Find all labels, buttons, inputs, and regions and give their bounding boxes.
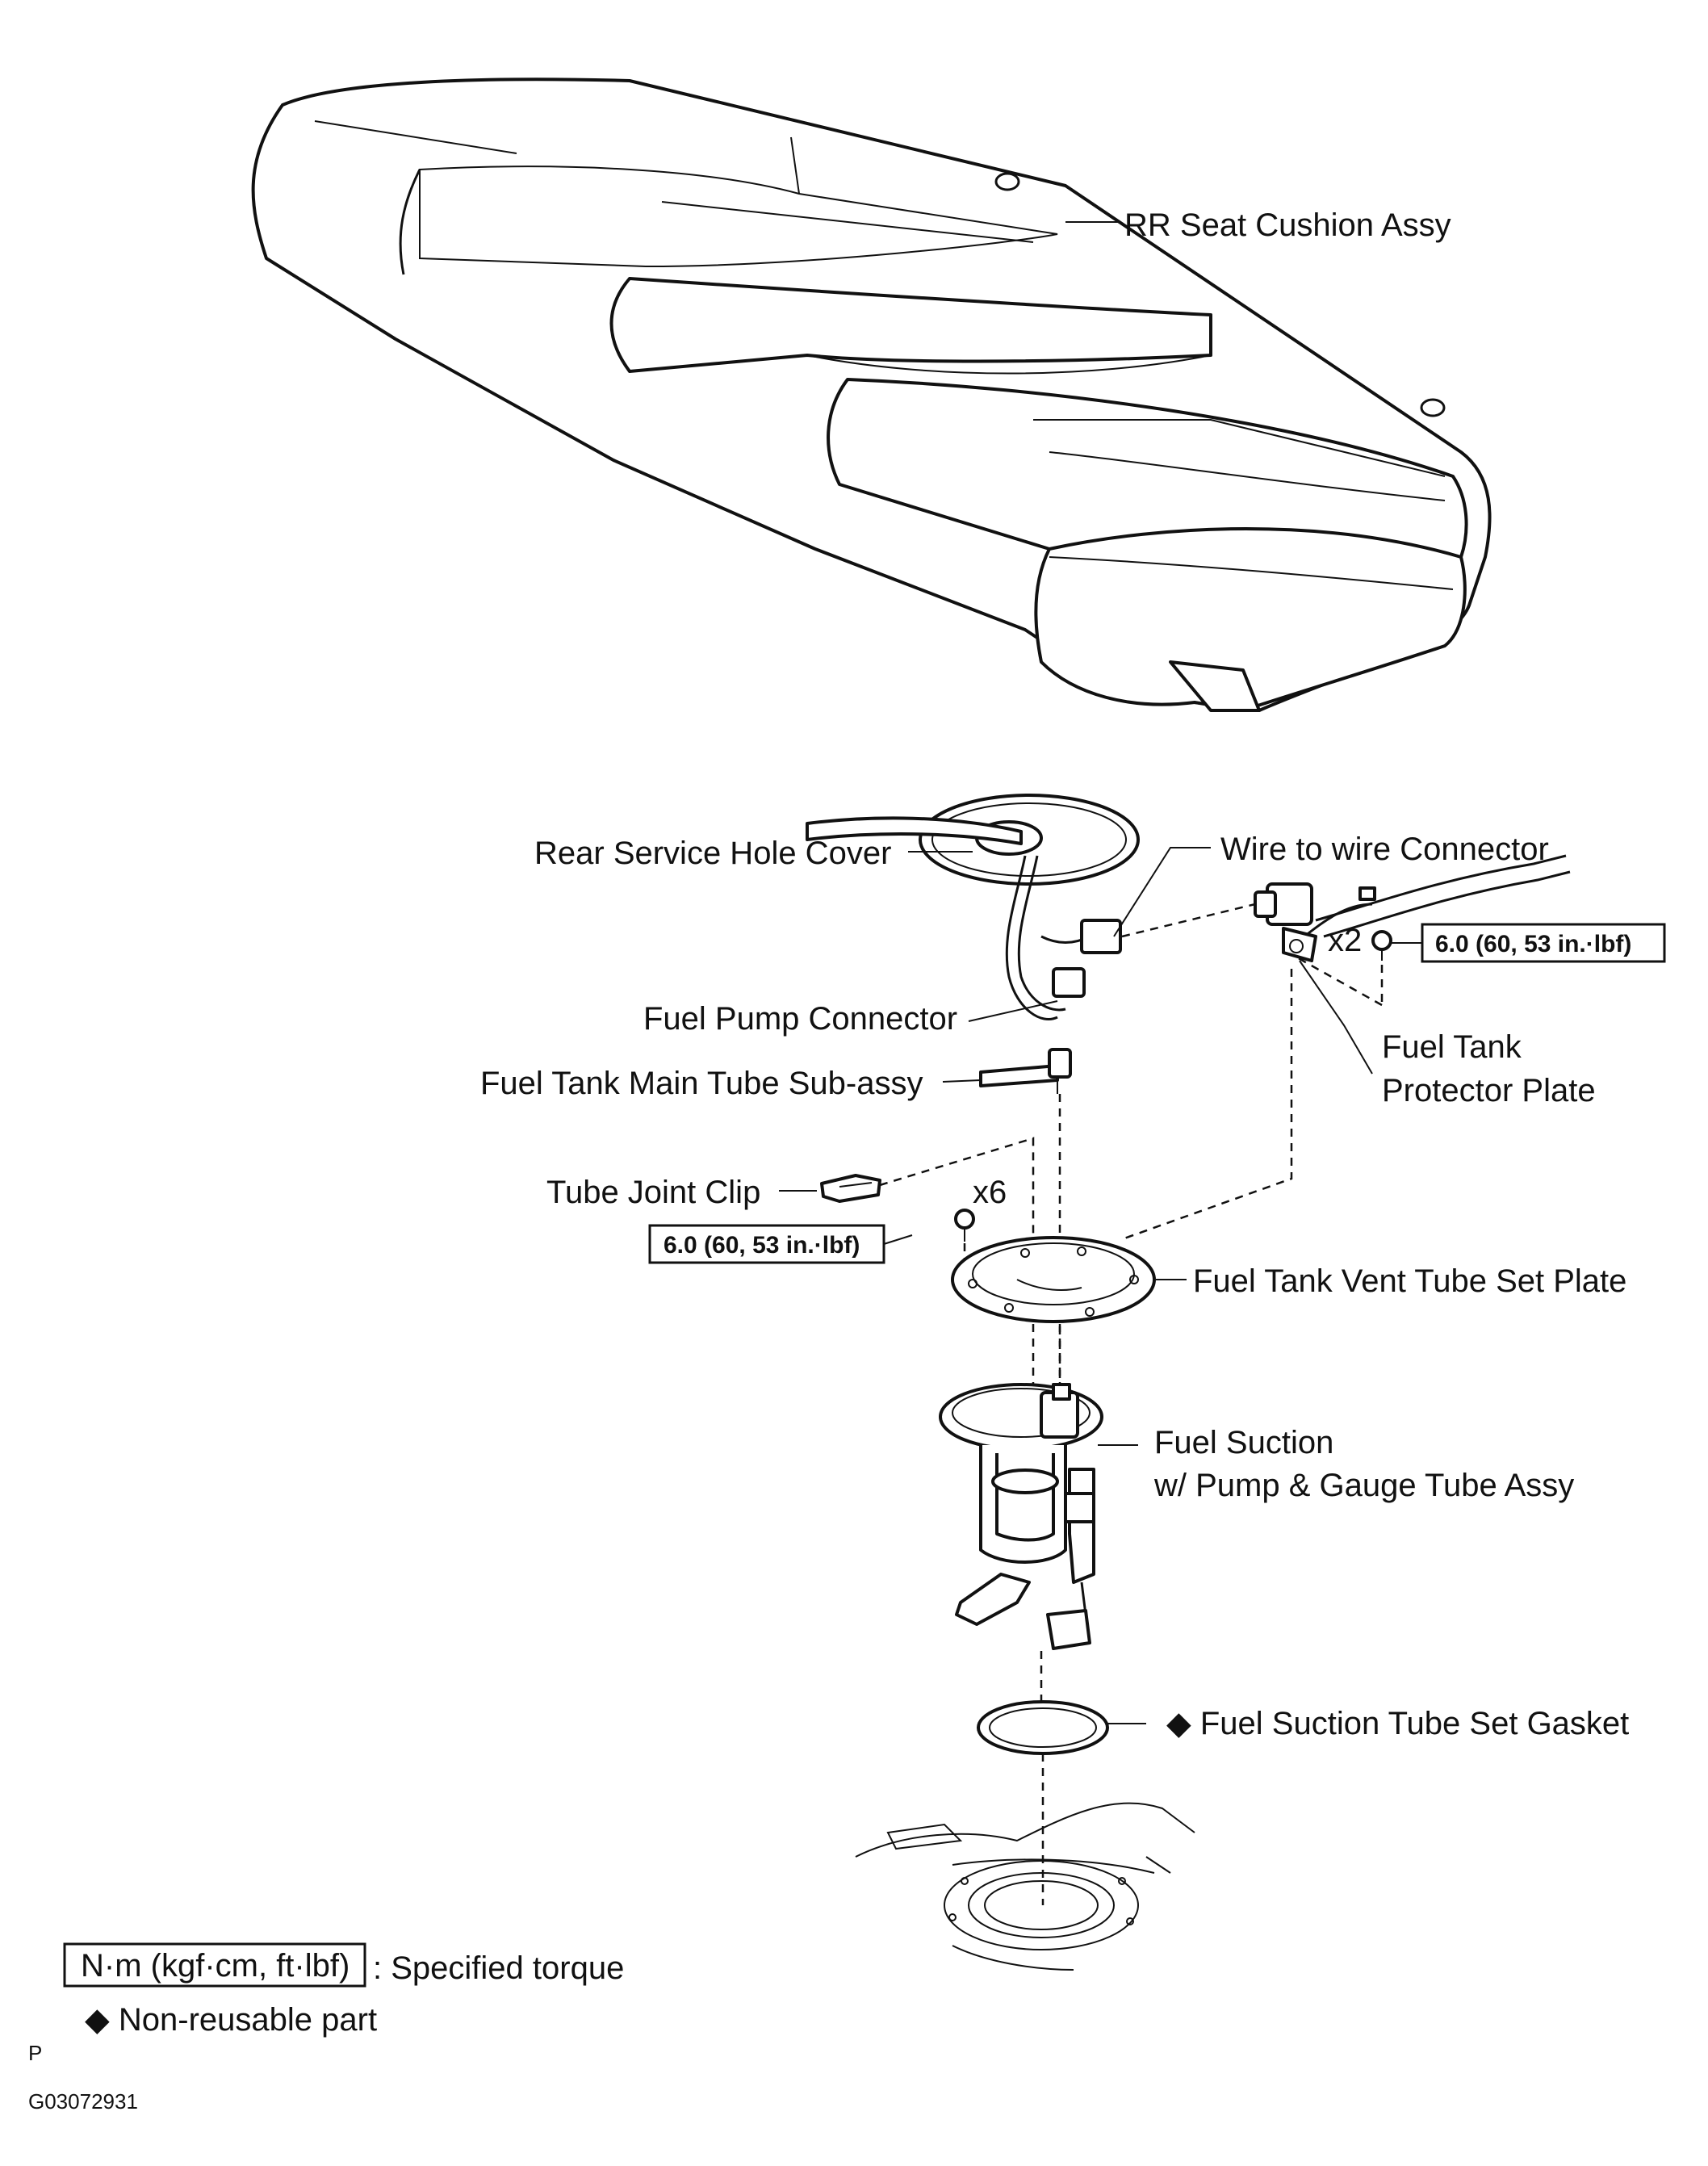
tube-joint-clip-drawing — [820, 1174, 881, 1203]
main-tube-leader — [942, 1079, 982, 1083]
torque-value-plate: 6.0 (60, 53 in.·lbf) — [664, 1232, 860, 1259]
pump-connector-leader — [968, 1000, 1058, 1022]
pump-connector-label: Fuel Pump Connector — [643, 1001, 957, 1037]
fuel-tank-top-drawing — [855, 1802, 1195, 1971]
bolt-count-plate: x6 — [973, 1175, 1007, 1210]
legend-torque-box — [63, 1942, 366, 1988]
rear-service-hole-cover-drawing — [806, 794, 1140, 1020]
legend-nonreusable: ◆ Non-reusable part — [85, 2002, 377, 2038]
bolt-icon-top — [1371, 930, 1392, 961]
main-tube-drawing — [979, 1048, 1072, 1094]
service-cover-label: Rear Service Hole Cover — [534, 836, 891, 871]
bolt-icon-plate — [954, 1209, 975, 1242]
seat-cushion-label: RR Seat Cushion Assy — [1124, 207, 1451, 243]
protector-dash-line — [1121, 969, 1293, 1241]
vent-tube-set-plate-drawing — [951, 1236, 1156, 1323]
figure-code: G03072931 — [28, 2089, 138, 2114]
gasket-drawing — [977, 1700, 1109, 1755]
wire-connector-label: Wire to wire Connector — [1220, 832, 1549, 867]
vent-plate-label: Fuel Tank Vent Tube Set Plate — [1193, 1263, 1626, 1299]
joint-clip-label: Tube Joint Clip — [546, 1175, 760, 1210]
fuel-suction-pump-assy-drawing — [939, 1383, 1103, 1650]
protector-plate-label-1: Fuel Tank — [1382, 1029, 1522, 1065]
legend-torque-desc: : Specified torque — [373, 1950, 624, 1986]
torque-value-top: 6.0 (60, 53 in.·lbf) — [1435, 931, 1631, 957]
gasket-label: ◆ Fuel Suction Tube Set Gasket — [1166, 1706, 1629, 1741]
suction-label-1: Fuel Suction — [1154, 1425, 1333, 1460]
footer-letter: P — [28, 2041, 42, 2065]
main-tube-label: Fuel Tank Main Tube Sub-assy — [480, 1066, 923, 1101]
suction-label-2: w/ Pump & Gauge Tube Assy — [1153, 1468, 1574, 1503]
connector-dash-line — [1121, 903, 1256, 938]
legend-torque-units: N·m (kgf·cm, ft·lbf) — [81, 1948, 350, 1984]
protector-plate-label-2: Protector Plate — [1382, 1073, 1596, 1108]
torque-box-top — [1421, 923, 1666, 963]
protector-plate-leader — [1299, 960, 1373, 1075]
wire-connector-drawing — [1254, 854, 1571, 962]
wire-connector-leader — [1113, 847, 1211, 937]
bolt-count-top: x2 — [1328, 923, 1362, 958]
seat-cushion-drawing — [251, 78, 1492, 712]
